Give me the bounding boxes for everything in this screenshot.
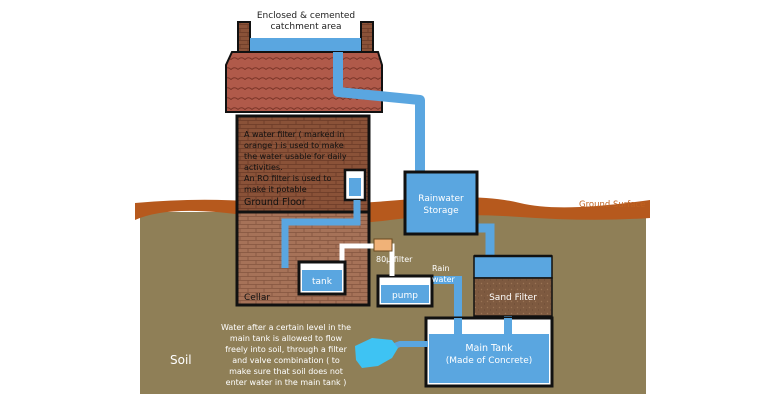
- roof: [225, 51, 383, 113]
- chimney-right: [360, 21, 374, 57]
- filter-note: A water filter ( marked in orange ) is u…: [244, 130, 347, 194]
- filter-note-line: A water filter ( marked in: [244, 130, 344, 139]
- overflow-note-line: and valve combination ( to: [232, 356, 340, 365]
- soil-label: Soil: [170, 353, 192, 367]
- filter-to-house-pipe: [339, 243, 376, 262]
- rain-water-label-line2: water: [432, 275, 456, 284]
- chimney-left: [237, 21, 251, 57]
- rainwater-storage[interactable]: [403, 170, 479, 236]
- catchment-label-line2: catchment area: [270, 22, 341, 32]
- filter-note-line: orange ) is used to make: [244, 141, 344, 150]
- pump-label: pump: [392, 291, 418, 301]
- sand-filter-top: [473, 255, 553, 279]
- overflow-note-line: enter water in the main tank ): [226, 378, 347, 387]
- cellar-tank-pipe: [281, 200, 361, 268]
- rainwater-storage-label-line1: Rainwater: [418, 194, 464, 204]
- filter-note-line: make it potable: [244, 185, 307, 194]
- filter-note-line: An RO filter is used to: [244, 174, 331, 183]
- rain-water-label-line1: Rain: [432, 264, 450, 273]
- filter-note-line: activities.: [244, 163, 283, 172]
- cellar-label: Cellar: [244, 293, 270, 303]
- catchment-label-line1: Enclosed & cemented: [257, 11, 355, 21]
- storage-to-sandfilter-pipe: [478, 223, 495, 256]
- overflow-note: Water after a certain level in the main …: [221, 323, 351, 387]
- overflow-note-line: main tank is allowed to flow: [230, 334, 343, 343]
- ground-floor-label: Ground Floor: [244, 197, 306, 208]
- sand-filter-label: Sand Filter: [489, 293, 537, 303]
- overflow-note-line: freely into soil, through a filter: [225, 345, 347, 354]
- filter-note-line: the water usable for daily: [244, 152, 347, 161]
- main-tank-water: [429, 334, 549, 383]
- cellar-tank-label: tank: [312, 277, 333, 287]
- main-tank-label-line1: Main Tank: [465, 343, 513, 354]
- roof-down-pipe: [333, 52, 425, 172]
- catchment-area: [250, 38, 361, 52]
- filter-80-micron: [373, 238, 393, 252]
- ground-surface-label: Ground Surface: [579, 200, 645, 210]
- overflow-note-line: make sure that soil does not: [229, 367, 343, 376]
- water-splash: [355, 338, 398, 368]
- overflow-note-line: Water after a certain level in the: [221, 323, 351, 332]
- filter-80-label: 80μ filter: [376, 255, 413, 264]
- main-tank-label-line2: (Made of Concrete): [446, 356, 533, 366]
- rainwater-storage-label-line2: Storage: [423, 206, 459, 216]
- sand-filter[interactable]: [473, 277, 553, 317]
